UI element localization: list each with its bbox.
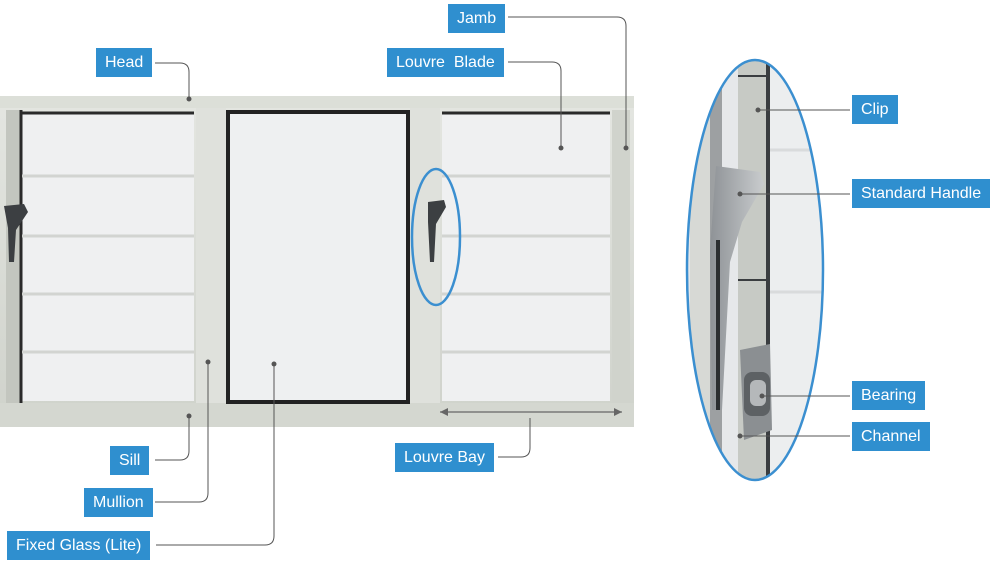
- mullion-label: Mullion: [84, 488, 153, 517]
- handle-callout-ring: [410, 167, 462, 307]
- mullion-right: [410, 108, 440, 403]
- left-louvre-bay: [22, 113, 194, 401]
- sill-label: Sill: [110, 446, 150, 475]
- zoom-glass: [770, 60, 823, 480]
- clip-label: Clip: [852, 95, 898, 124]
- right-jamb: [612, 110, 630, 403]
- channel-label: Channel: [852, 422, 930, 451]
- standard-handle-label: Standard Handle: [852, 179, 991, 208]
- leader-lines: [155, 16, 850, 546]
- zoom-callout-ring: [685, 58, 825, 482]
- jamb-label: Jamb: [448, 4, 506, 33]
- bearing-label: Bearing: [852, 381, 926, 410]
- right-louvre-bay: [442, 113, 610, 401]
- head-rail: [0, 96, 634, 108]
- head-label: Head: [96, 48, 153, 77]
- fixed-glass-label: Fixed Glass (Lite): [7, 531, 151, 560]
- louvre-blade-label: Louvre Blade: [387, 48, 504, 77]
- zoom-standard-handle: [710, 166, 764, 410]
- left-standard-handle: [4, 204, 28, 262]
- louvre-bay-label: Louvre Bay: [395, 443, 494, 472]
- fixed-glass-lite: [226, 110, 410, 404]
- left-louvre-blades: [22, 174, 194, 354]
- zoom-bearing: [740, 344, 772, 440]
- leader-dots: [186, 96, 765, 439]
- sill-rail: [0, 403, 634, 427]
- louvre-bay-dimension-arrow: [440, 408, 622, 416]
- right-standard-handle: [428, 200, 446, 262]
- zoom-clip-edge: [766, 60, 770, 480]
- right-louvre-blades: [442, 174, 610, 354]
- window-assembly: [0, 96, 634, 427]
- mullion-left: [196, 108, 226, 403]
- zoom-detail-view: [685, 58, 825, 482]
